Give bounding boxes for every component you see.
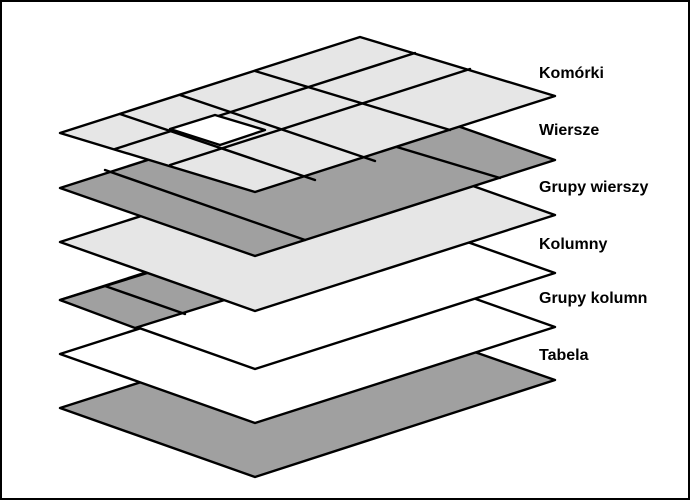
komorki-col-line	[118, 112, 317, 182]
komorki-empty-cell	[168, 113, 267, 147]
label-grupy-kolumn: Grupy kolumn	[539, 290, 647, 307]
komorki-col-line	[253, 69, 452, 132]
label-kolumny: Kolumny	[539, 236, 608, 253]
label-komorki: Komórki	[539, 65, 604, 82]
komorki-plane	[58, 35, 557, 194]
komorki-col-line	[178, 93, 377, 163]
label-grupy-wierszy: Grupy wierszy	[539, 179, 648, 196]
layer-komorki	[58, 35, 557, 194]
label-tabela: Tabela	[539, 347, 589, 364]
kolumny-divider	[103, 284, 187, 316]
label-wiersze: Wiersze	[539, 122, 599, 139]
komorki-row-line	[113, 51, 417, 151]
wiersze-divider	[103, 168, 307, 242]
